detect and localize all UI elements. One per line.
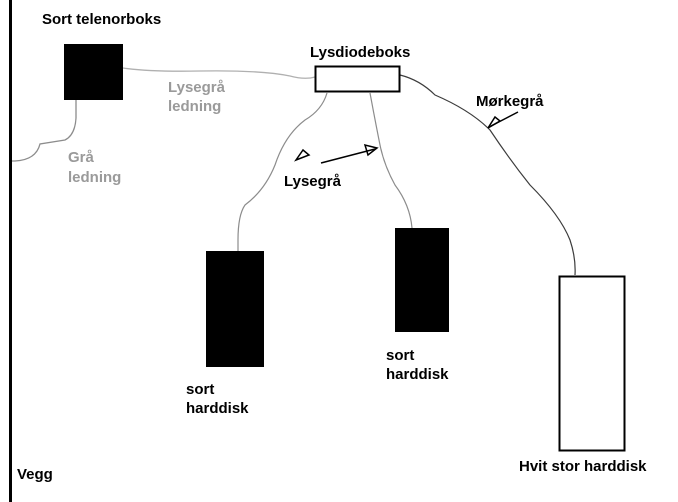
label-black-disk-left-1: sort <box>186 381 215 398</box>
label-black-disk-middle-1: sort <box>386 347 415 364</box>
label-wall: Vegg <box>17 466 53 483</box>
label-grey-cable-2: ledning <box>68 169 122 186</box>
label-grey-cable-1: Grå <box>68 149 94 166</box>
led-box <box>314 65 401 93</box>
cable-middle-disk <box>369 92 413 229</box>
label-black-disk-left-2: harddisk <box>186 400 249 417</box>
label-black-disk-middle-2: harddisk <box>386 366 449 383</box>
black-harddisk-left <box>206 251 264 367</box>
black-harddisk-middle <box>395 228 449 332</box>
label-light-grey-cable-1: Lysegrå <box>168 79 225 96</box>
dark-grey-cable <box>399 74 576 276</box>
label-led-box: Lysdiodeboks <box>310 44 411 61</box>
grey-cable <box>12 100 77 162</box>
label-dark-grey: Mørkegrå <box>476 93 544 110</box>
arrow-light-grey-right <box>320 143 379 164</box>
arrow-light-grey-left <box>293 148 311 162</box>
light-grey-cable <box>122 67 316 79</box>
wall-line <box>9 0 12 502</box>
cable-left-disk <box>237 92 328 251</box>
telenor-box <box>64 44 123 100</box>
label-white-disk: Hvit stor harddisk <box>519 458 647 475</box>
white-harddisk <box>558 275 626 452</box>
arrow-dark-grey <box>487 111 519 129</box>
label-telenor-box: Sort telenorboks <box>42 11 162 28</box>
label-light-grey-cable-2: ledning <box>168 98 222 115</box>
label-light-grey: Lysegrå <box>284 173 341 190</box>
